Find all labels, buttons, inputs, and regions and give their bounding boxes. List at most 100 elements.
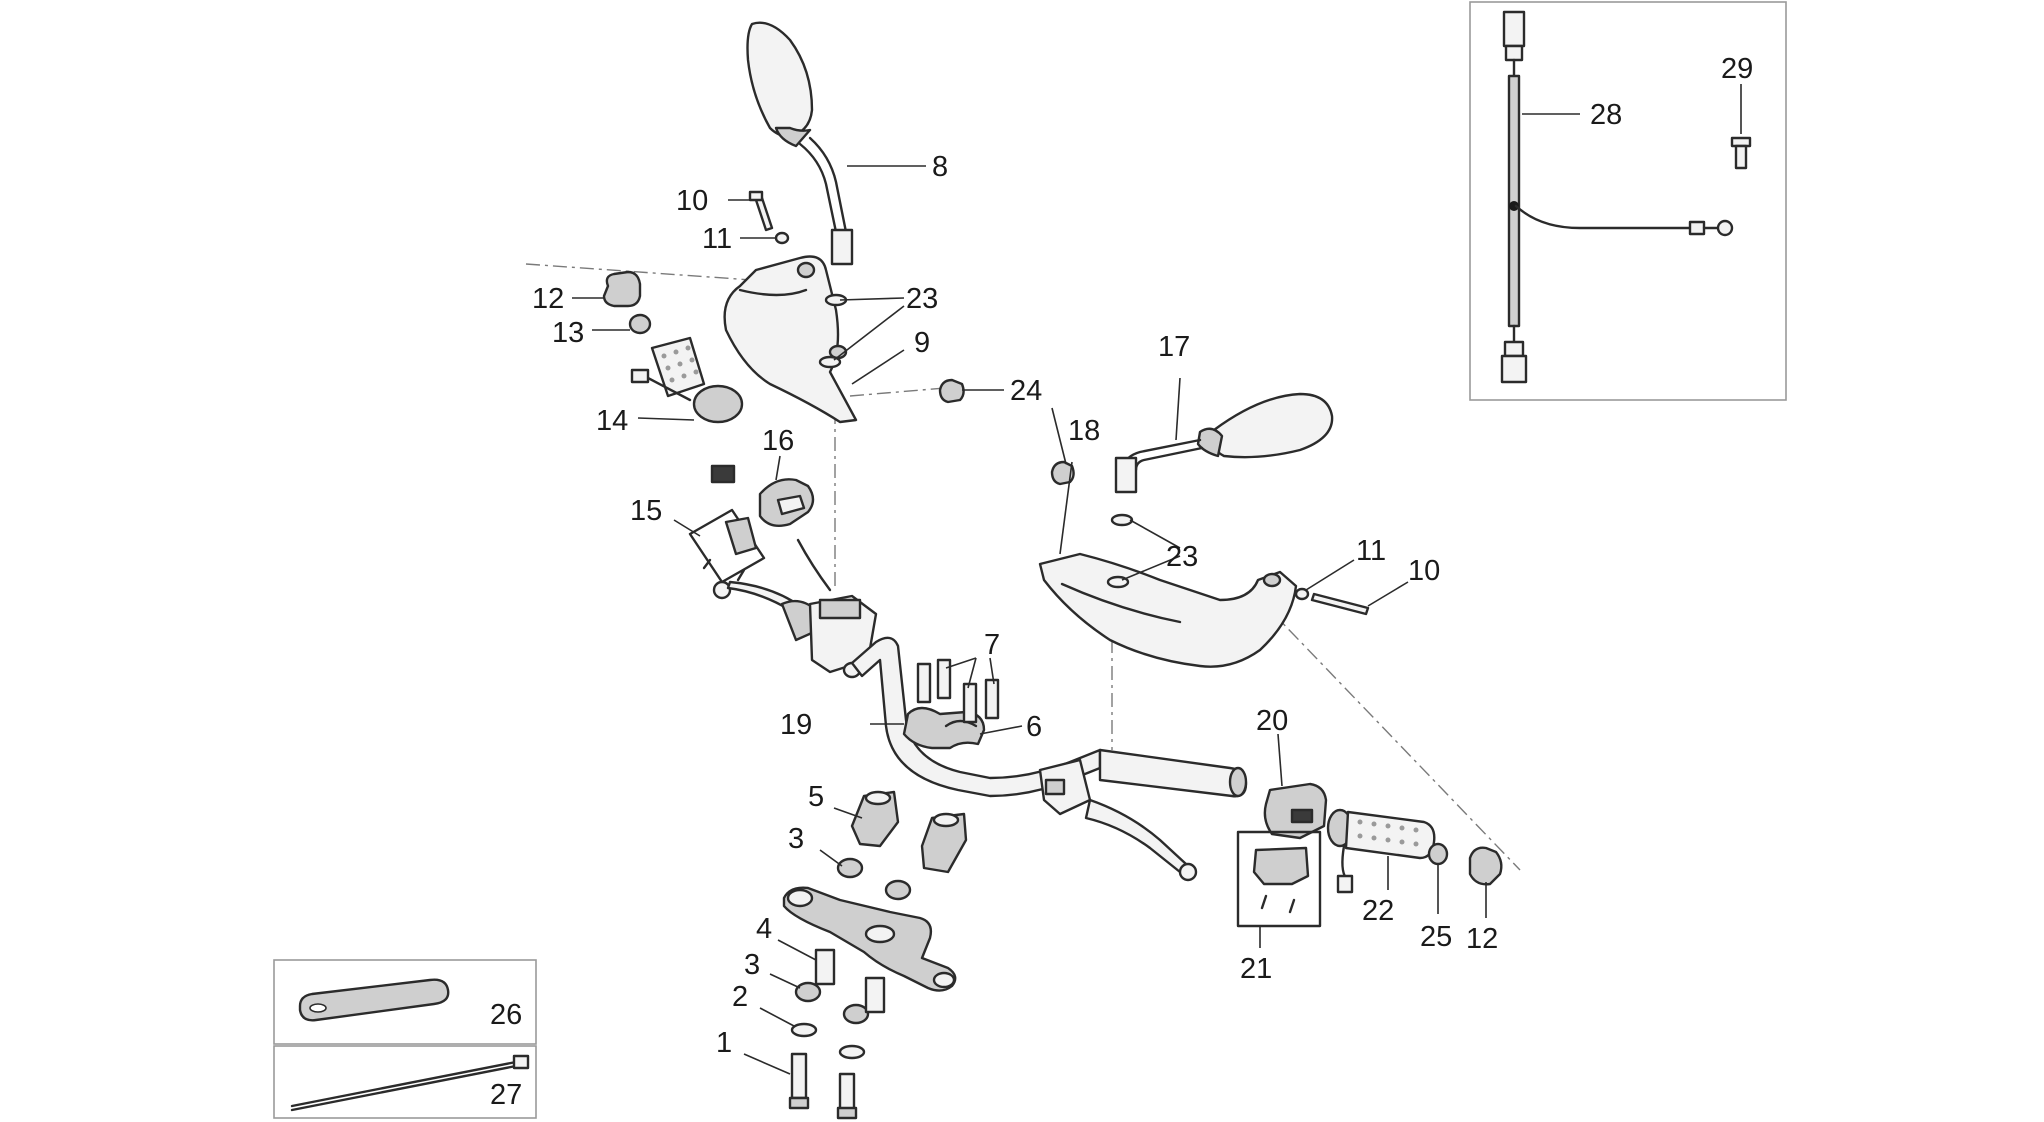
left-grip-wire-connector xyxy=(630,368,650,384)
right-grip-wire-connector xyxy=(1336,874,1354,894)
nut-part-24-upper xyxy=(938,378,965,404)
guide-left-nut xyxy=(849,387,946,397)
leader-20 xyxy=(1277,733,1283,787)
left-counterweight-part-12 xyxy=(602,270,642,308)
right-bracket-box xyxy=(1236,830,1322,928)
left-bracket-box xyxy=(688,508,766,584)
right-mirror-base-nut xyxy=(1114,456,1138,494)
right-lever-tip xyxy=(1178,862,1198,882)
right-grip-wire xyxy=(1341,844,1348,880)
left-handguard-shell xyxy=(723,255,858,424)
spacer-left xyxy=(814,948,836,986)
leader-4 xyxy=(777,939,817,961)
callout-6: 6 xyxy=(1026,711,1042,743)
riser-clamps-part-5 xyxy=(850,790,968,874)
leader-2 xyxy=(759,1007,795,1027)
upper-clamp-ridge xyxy=(944,719,978,728)
clamp-bolt-a xyxy=(916,662,932,704)
callout-23-right: 23 xyxy=(1166,541,1198,573)
wiring-harness-part-28 xyxy=(1500,10,1734,384)
left-grip-wire xyxy=(646,376,692,402)
leader-10-right xyxy=(1367,581,1409,607)
screw-29-shank xyxy=(1734,144,1748,170)
riser-left-top xyxy=(864,790,892,806)
callout-27: 27 xyxy=(490,1079,522,1111)
left-reservoir-cap xyxy=(818,598,862,620)
right-grip-part-22 xyxy=(1326,808,1436,894)
callout-5: 5 xyxy=(808,781,824,813)
callout-19: 19 xyxy=(780,709,812,741)
bushing-lower-left xyxy=(794,981,822,1003)
left-fasteners xyxy=(748,190,848,369)
callout-numbers: 8 10 11 12 13 14 15 16 23 9 24 18 17 23 … xyxy=(532,151,1498,1059)
harness-top-connector xyxy=(1502,10,1526,48)
right-bar-end-weight xyxy=(1468,846,1503,886)
left-lever-bolt-line xyxy=(796,538,832,592)
bushing-upper-left xyxy=(836,857,864,879)
nut-part-24-lower xyxy=(1050,460,1075,486)
callout-11-right: 11 xyxy=(1356,535,1386,567)
clamp-bolt-d xyxy=(984,678,1000,720)
callout-3-lower: 3 xyxy=(744,949,760,981)
callout-7: 7 xyxy=(984,629,1000,661)
right-lever-blade xyxy=(1084,798,1188,874)
spacers-part-4 xyxy=(814,948,886,1014)
cable-tie-inset: 27 xyxy=(273,1045,537,1119)
left-bar-end-weight xyxy=(602,270,642,308)
callout-13: 13 xyxy=(552,317,584,349)
riser-bolt-left-head xyxy=(788,1096,810,1110)
clamp-bolt-b xyxy=(936,658,952,700)
right-grip-knurl xyxy=(1357,819,1419,847)
left-mirror-stem xyxy=(798,136,848,234)
callout-12-left: 12 xyxy=(532,283,564,315)
washer-right xyxy=(838,1044,866,1060)
right-lever-assembly xyxy=(1038,758,1198,882)
leader-16 xyxy=(775,455,781,481)
wiring-harness-inset: 28 29 xyxy=(1469,1,1787,401)
callout-11-left: 11 xyxy=(702,223,732,255)
leader-23-left-a xyxy=(839,297,905,301)
right-bracket-screw-b xyxy=(1288,898,1296,914)
leader-3-lower xyxy=(769,973,801,989)
left-grip-part-14 xyxy=(630,336,744,424)
bolts-part-1 xyxy=(788,1052,858,1120)
rubber-bushings-part-3 xyxy=(794,857,912,1025)
riser-bolt-left xyxy=(790,1052,808,1100)
right-bracket-half xyxy=(1252,846,1310,886)
assembly-guide-lines xyxy=(525,263,1521,871)
handlebar-tube-right xyxy=(1098,748,1248,798)
callout-17: 17 xyxy=(1158,331,1190,363)
left-switch-face xyxy=(776,494,806,516)
callout-25: 25 xyxy=(1420,921,1452,953)
handlebar-right-end xyxy=(1228,766,1248,798)
left-mirror-part-8 xyxy=(746,21,854,266)
callout-15: 15 xyxy=(630,495,662,527)
guide-left-counterweight xyxy=(525,263,781,283)
callout-4: 4 xyxy=(756,913,772,945)
washer-left xyxy=(790,1022,818,1038)
callout-14: 14 xyxy=(596,405,628,437)
guide-right-counterweight xyxy=(1269,609,1521,871)
wrench-inset: 26 xyxy=(273,959,537,1045)
left-handguard-bolt-hole xyxy=(796,261,816,279)
leader-11-right xyxy=(1305,559,1355,591)
left-handguard-part-9 xyxy=(723,255,858,424)
harness-ring-terminal xyxy=(1716,219,1734,237)
leader-15 xyxy=(673,519,701,537)
right-grip-body xyxy=(1344,810,1436,860)
callout-18: 18 xyxy=(1068,415,1100,447)
left-washer-part-11 xyxy=(774,231,790,245)
right-washer-part-11 xyxy=(1294,587,1310,601)
right-mirror-part-17 xyxy=(1114,392,1334,494)
left-spacer-ring xyxy=(628,313,652,335)
cable-tie-strap-part-27 xyxy=(290,1064,518,1112)
left-grip-body xyxy=(650,336,706,398)
left-bracket-half xyxy=(724,516,758,556)
right-mirror-head xyxy=(1211,392,1334,459)
harness-bottom-connector-collar xyxy=(1503,340,1525,358)
harness-branch-crimp xyxy=(1688,220,1706,236)
right-handguard-part-18 xyxy=(1038,552,1298,668)
triple-clamp-center xyxy=(864,924,896,944)
wrench-tool-hole xyxy=(309,1003,327,1013)
